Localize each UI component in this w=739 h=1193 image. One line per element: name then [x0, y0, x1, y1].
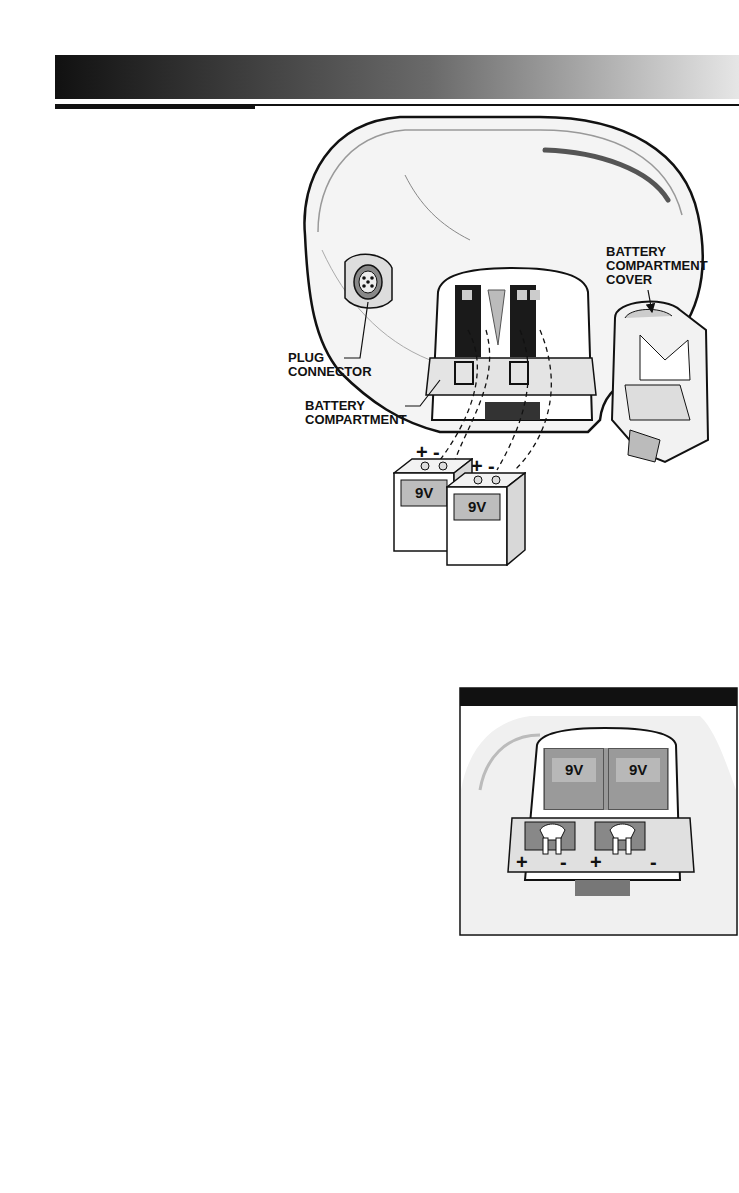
insertion-guides [440, 330, 551, 470]
polarity-sign: + [590, 852, 604, 872]
polarity-sign: + [516, 852, 530, 872]
battery-compartment [426, 268, 596, 420]
part-label: BATTERY COMPARTMENT [305, 399, 403, 427]
battery-voltage: 9V [565, 762, 583, 778]
battery-voltage: 9V [415, 485, 433, 501]
battery: 9V [544, 748, 604, 810]
polarity-sign: - [650, 852, 664, 872]
battery-outline [446, 472, 526, 566]
header-bar [55, 55, 739, 99]
rule-thick [55, 104, 255, 109]
inset-panel [460, 688, 737, 935]
battery-voltage: 9V [468, 499, 486, 515]
battery: 9V [446, 472, 526, 566]
part-label: BATTERY COMPARTMENT COVER [606, 245, 716, 287]
plug-connector [345, 254, 392, 308]
battery-voltage: 9V [629, 762, 647, 778]
battery-outline [608, 748, 668, 810]
battery-outline [544, 748, 604, 810]
part-label: PLUG CONNECTOR [288, 351, 374, 379]
polarity-sign: - [560, 852, 574, 872]
compartment-cover [612, 302, 708, 462]
battery: 9V [608, 748, 668, 810]
leader-lines [344, 290, 652, 406]
